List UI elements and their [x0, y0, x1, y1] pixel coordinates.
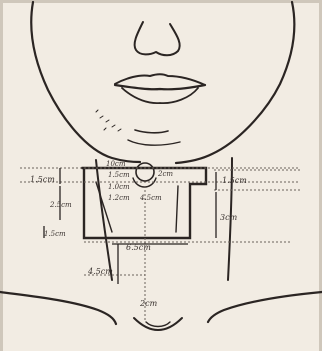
label-inner-2: 1.0cm: [108, 183, 130, 191]
label-collar-depth: 2cm: [139, 299, 158, 308]
paper-left-border: [0, 0, 3, 351]
label-left-mid: 2.5cm: [49, 201, 72, 209]
label-button-side: 2cm: [157, 170, 173, 178]
label-top-width: 10cm: [106, 160, 126, 168]
label-button-below: 4.5cm: [139, 194, 162, 202]
label-right-main: 3cm: [220, 213, 238, 222]
paper-top-border: [0, 0, 322, 3]
label-lower-length: 4.5cm: [87, 267, 113, 276]
label-inner-3: 1.2cm: [108, 194, 130, 202]
label-right-top: 1.5cm: [222, 176, 247, 185]
label-left-top: 1.5cm: [30, 175, 55, 184]
label-left-low: 1.5cm: [44, 230, 66, 238]
label-inner-1: 1.5cm: [108, 171, 130, 179]
label-bottom-width: 6.5cm: [126, 243, 151, 252]
